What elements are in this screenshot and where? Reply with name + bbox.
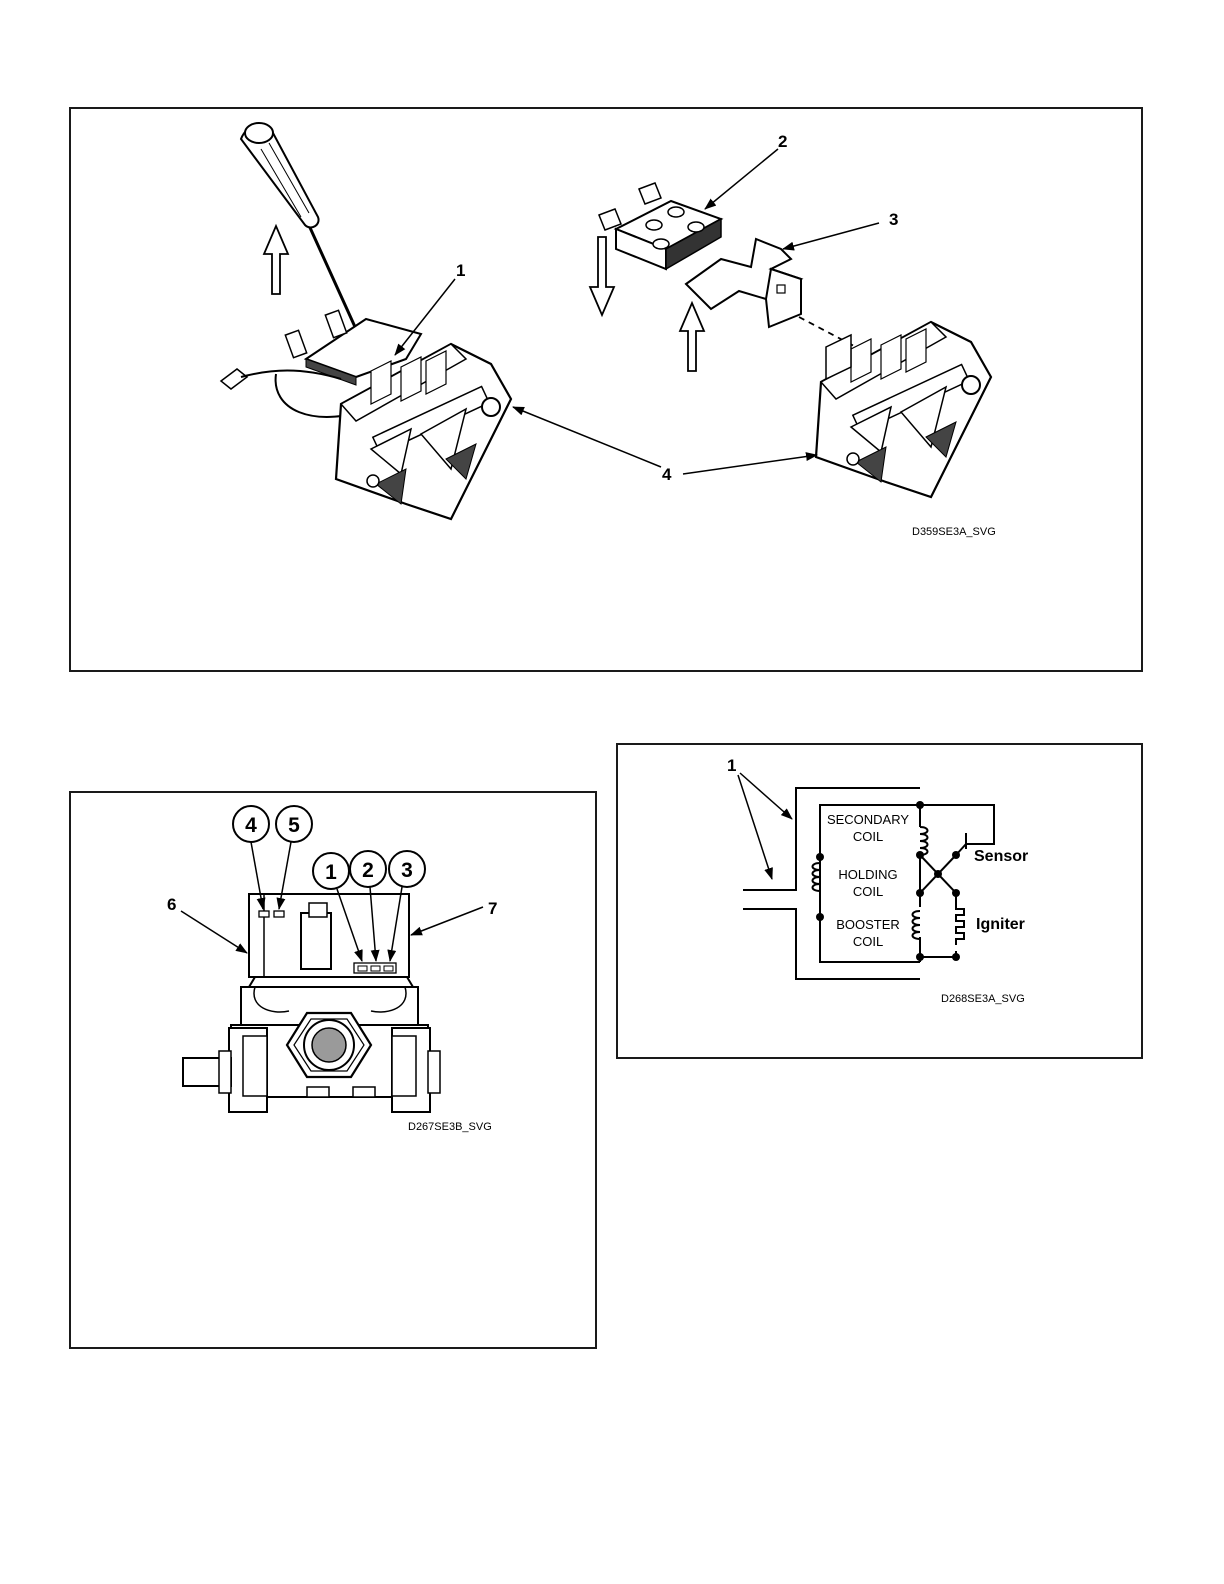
up-arrow-icon — [264, 226, 288, 294]
down-arrow-icon — [590, 237, 614, 315]
valve-schematic: SECONDARY COIL HOLDING COIL BOOSTER COIL… — [618, 745, 1141, 1057]
up-arrow-icon — [680, 303, 704, 371]
callout-1: 1 — [456, 261, 465, 280]
leader-line-4b — [683, 455, 817, 474]
figure-id: D359SE3A_SVG — [912, 526, 996, 538]
circled-callout-4: 4 — [245, 814, 257, 837]
secondary-coil-label-2: COIL — [853, 829, 883, 844]
igniter-label: Igniter — [976, 916, 1025, 933]
secondary-coil-label-1: SECONDARY — [827, 812, 909, 827]
burner-housing-right — [816, 322, 991, 497]
secondary-coil-icon — [920, 827, 928, 855]
circled-callout-3: 3 — [401, 859, 413, 882]
gas-valve-illustration: 4 5 1 2 3 6 7 D267SE3B_SVG — [71, 793, 595, 1347]
callout-3: 3 — [889, 210, 898, 229]
circled-callout-5: 5 — [288, 814, 300, 837]
booster-coil-icon — [913, 911, 921, 939]
thermostat-part — [599, 183, 721, 269]
circled-callout-2: 2 — [362, 859, 374, 882]
callout-7: 7 — [488, 899, 497, 918]
booster-coil-label-2: COIL — [853, 934, 883, 949]
leader-line-3 — [783, 223, 879, 249]
callout-4: 4 — [662, 465, 672, 484]
figure-id: D267SE3B_SVG — [408, 1121, 492, 1133]
gas-valve-body — [183, 894, 440, 1112]
booster-coil-label-1: BOOSTER — [836, 917, 900, 932]
figure-panel-schematic: SECONDARY COIL HOLDING COIL BOOSTER COIL… — [616, 743, 1143, 1059]
holding-coil-label-2: COIL — [853, 884, 883, 899]
callout-6: 6 — [167, 895, 176, 914]
sensor-label: Sensor — [974, 848, 1028, 865]
leader-6 — [181, 911, 247, 953]
circled-callout-1: 1 — [325, 861, 337, 884]
igniter-icon — [956, 905, 964, 945]
leader-line-4a — [513, 407, 661, 467]
figure-panel-top: 1 2 3 4 D359SE3A_SVG — [69, 107, 1143, 672]
leader-1a — [740, 773, 792, 819]
removal-illustration: 1 2 3 4 D359SE3A_SVG — [71, 109, 1141, 670]
callout-1: 1 — [727, 756, 736, 775]
leader-line-2 — [705, 149, 778, 209]
holding-coil-icon — [813, 863, 821, 891]
callout-2: 2 — [778, 132, 787, 151]
holding-coil-label-1: HOLDING — [838, 867, 897, 882]
leader-7 — [411, 907, 483, 935]
leader-1b — [738, 775, 772, 879]
figure-id: D268SE3A_SVG — [941, 993, 1025, 1005]
figure-panel-valve: 4 5 1 2 3 6 7 D267SE3B_SVG — [69, 791, 597, 1349]
bracket-part — [686, 239, 801, 327]
leader-line-1 — [395, 279, 455, 355]
